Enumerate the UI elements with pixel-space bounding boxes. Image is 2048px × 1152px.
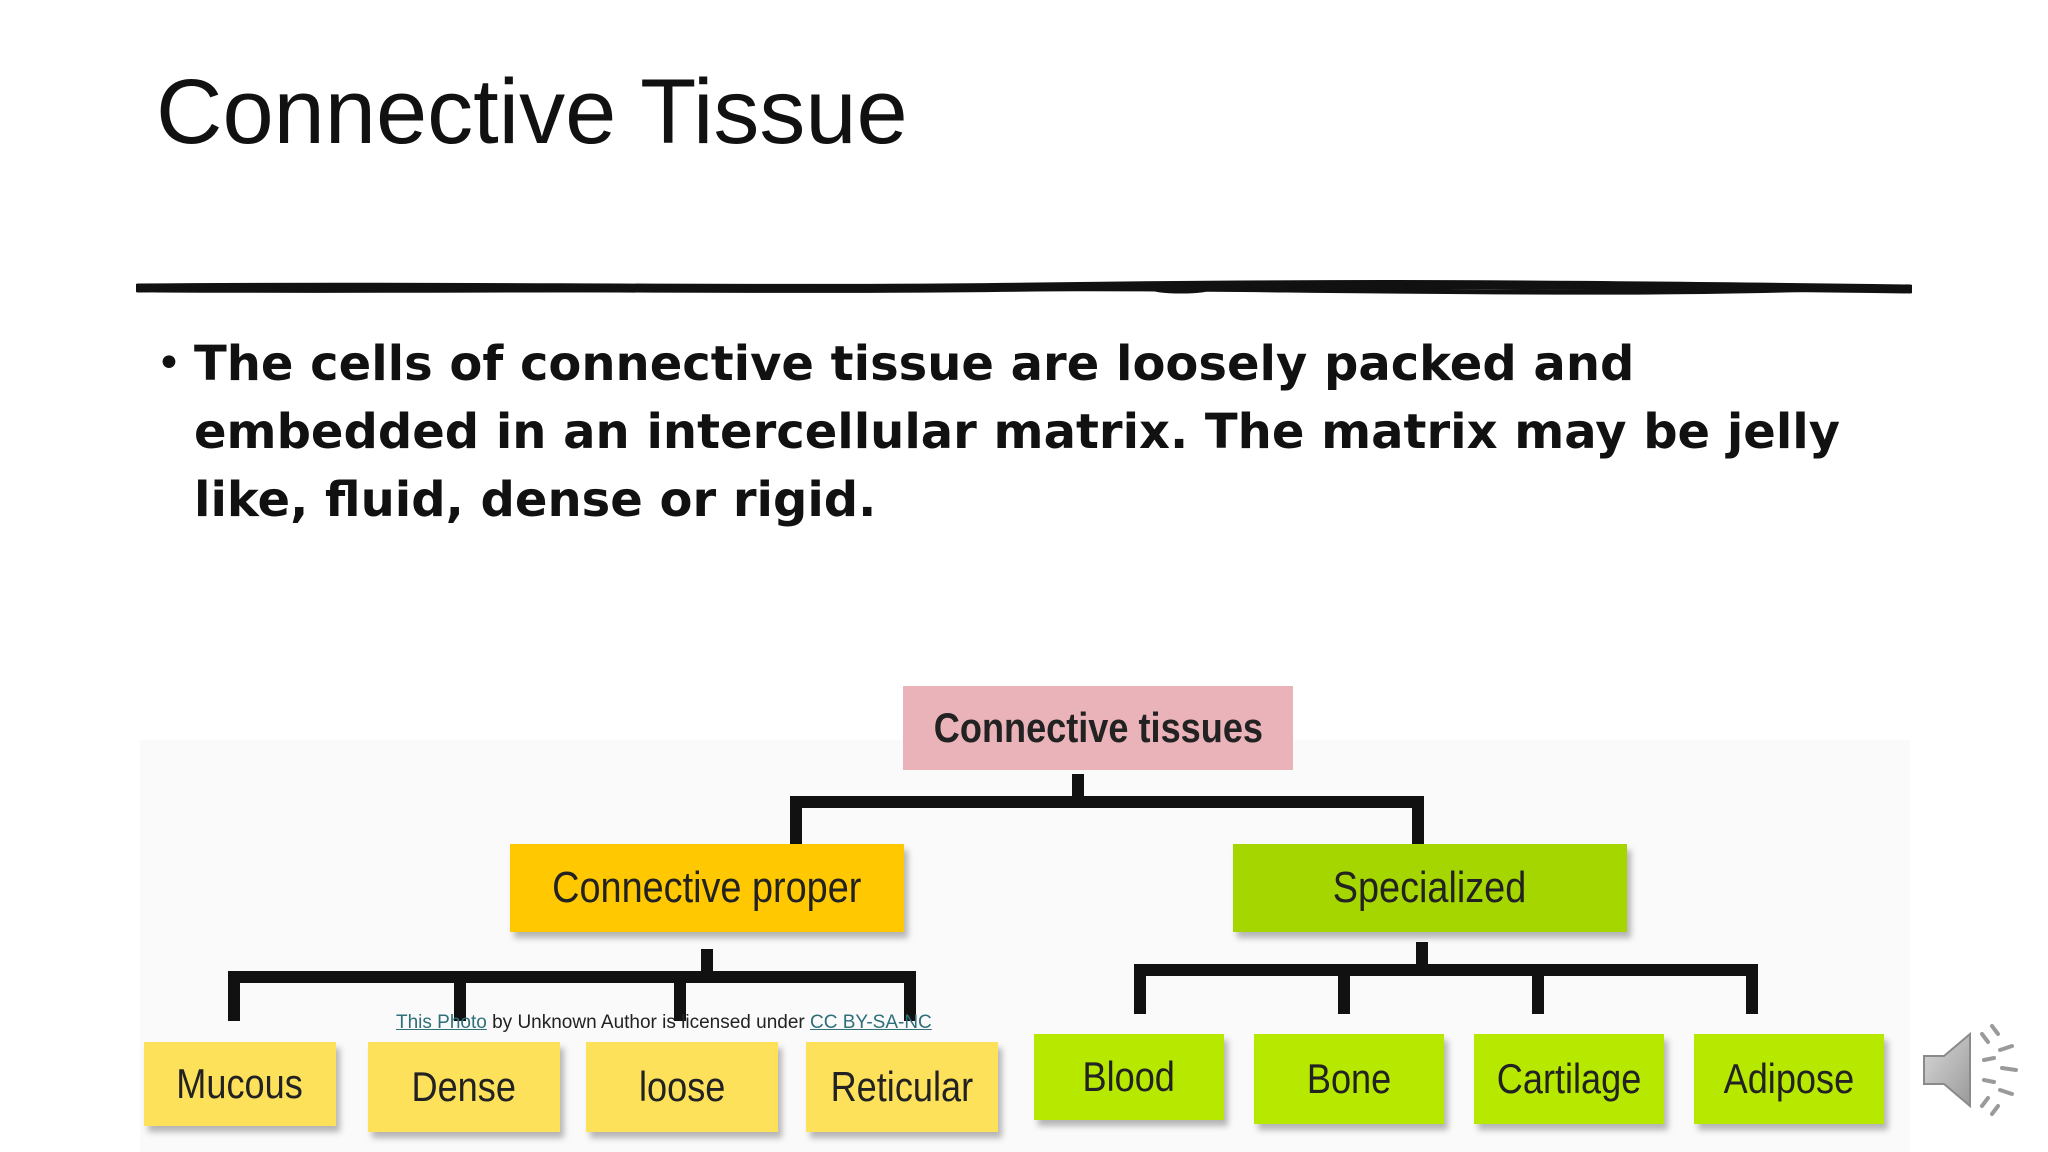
leaf-node-bone: Bone [1254,1034,1444,1124]
leaf-node-reticular: Reticular [806,1042,998,1132]
leaf-node-cartilage: Cartilage [1474,1034,1664,1124]
node-label: Blood [1082,1053,1176,1100]
speaker-icon[interactable] [1920,1020,2020,1120]
license-link[interactable]: CC BY-SA-NC [810,1012,932,1033]
node-connective-proper: Connective proper [510,844,904,932]
bullet-item: • The cells of connective tissue are loo… [156,330,1916,534]
node-label: Specialized [1333,863,1527,912]
leaf-node-mucous: Mucous [144,1042,336,1126]
node-specialized: Specialized [1233,844,1627,932]
slide-title: Connective Tissue [156,61,908,163]
tissue-diagram-image: Connective tissues Connective proper Spe… [140,680,1910,1152]
node-label: loose [638,1063,726,1110]
node-label: Reticular [830,1063,974,1110]
image-credit: This Photo by Unknown Author is licensed… [396,1012,932,1034]
node-label: Adipose [1723,1055,1855,1102]
node-label: Dense [411,1063,517,1110]
bullet-marker: • [156,338,182,389]
node-label: Cartilage [1496,1055,1642,1102]
title-divider [136,280,1912,295]
photo-link[interactable]: This Photo [396,1012,487,1033]
leaf-node-loose: loose [586,1042,778,1132]
leaf-node-dense: Dense [368,1042,560,1132]
diagram-connectors [228,774,1758,1021]
node-label: Mucous [176,1060,304,1107]
bullet-text: The cells of connective tissue are loose… [194,336,1841,528]
root-node-connective-tissues: Connective tissues [903,686,1293,770]
credit-text: by Unknown Author is licensed under [486,1012,811,1033]
root-node-label: Connective tissues [933,704,1263,751]
leaf-node-blood: Blood [1034,1034,1224,1120]
bullet-list: • The cells of connective tissue are loo… [156,330,1916,534]
node-label: Connective proper [552,863,862,912]
node-label: Bone [1306,1055,1392,1102]
leaf-node-adipose: Adipose [1694,1034,1884,1124]
